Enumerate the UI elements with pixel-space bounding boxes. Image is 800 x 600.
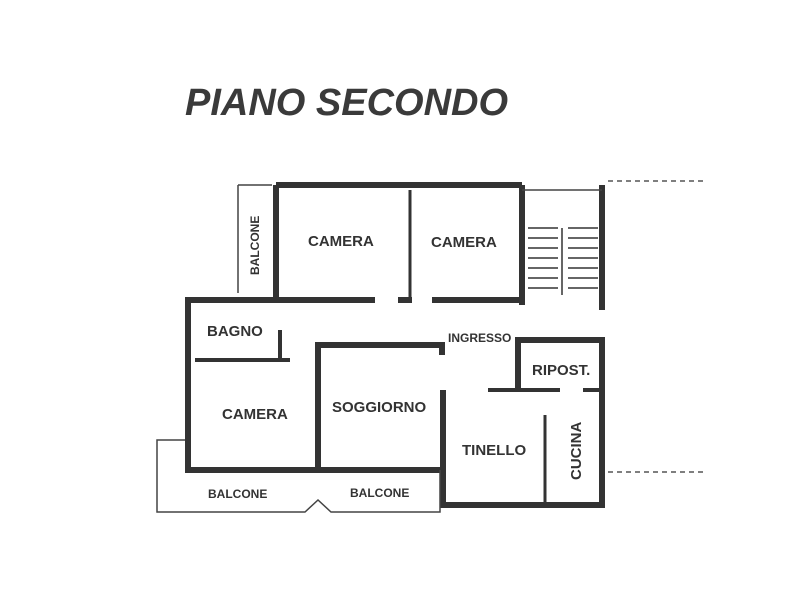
- balcony-bottom-outline: [156, 439, 441, 513]
- room-tinello: TINELLO: [462, 442, 526, 459]
- room-balcone-left: BALCONE: [248, 216, 262, 275]
- soggiorno-walls: [315, 342, 445, 470]
- room-soggiorno: SOGGIORNO: [332, 399, 427, 416]
- kitchen-walls: [440, 337, 605, 508]
- bagno-walls: [195, 330, 290, 362]
- room-camera-bottom: CAMERA: [222, 406, 288, 423]
- room-camera-top-left: CAMERA: [308, 233, 374, 250]
- walls: [156, 180, 705, 513]
- neighbor-lines: [608, 180, 705, 473]
- room-balcone-bottom-right: BALCONE: [350, 486, 409, 500]
- room-ingresso: INGRESSO: [448, 331, 511, 345]
- room-ripostiglio: RIPOST.: [532, 362, 590, 379]
- room-labels: CAMERA CAMERA BALCONE BAGNO INGRESSO RIP…: [207, 216, 590, 501]
- room-balcone-bottom-left: BALCONE: [208, 487, 267, 501]
- stairs: [528, 227, 598, 295]
- stair-walls: [519, 185, 605, 310]
- room-cucina: CUCINA: [568, 422, 585, 480]
- balcony-left-outline: [237, 184, 272, 293]
- room-bagno: BAGNO: [207, 323, 263, 340]
- plan-title: PIANO SECONDO: [185, 82, 508, 124]
- room-camera-top-right: CAMERA: [431, 234, 497, 251]
- lower-left-walls: [185, 300, 440, 473]
